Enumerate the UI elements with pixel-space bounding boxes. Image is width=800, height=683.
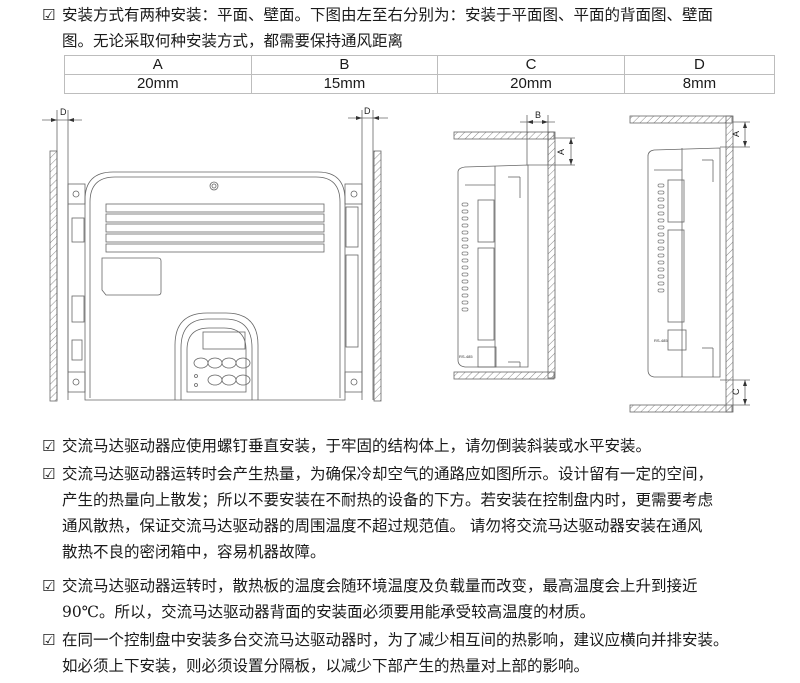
note-1-line-1: 交流马达驱动器应使用螺钉垂直安装，于牢固的结构体上，请勿倒装斜装或水平安装。	[62, 437, 652, 455]
table-header-row: A B C D	[64, 55, 776, 75]
side-view-flat-diagram: B A RS-485	[453, 110, 575, 380]
note-3-line-2: 90℃。所以，交流马达驱动器背面的安装面必须要用能承受较高温度的材质。	[62, 603, 596, 621]
value-c: 20mm	[437, 74, 625, 94]
dim-label-c: C	[731, 388, 741, 395]
intro-line-1: 安装方式有两种安装：平面、壁面。下图由左至右分别为：安装于平面图、平面的背面图、…	[62, 6, 714, 24]
note-3: ☑ 交流马达驱动器运转时，散热板的温度会随环境温度及负载量而改变，最高温度会上升…	[42, 573, 782, 625]
front-view-diagram: D D	[42, 106, 388, 402]
table-row: 20mm 15mm 20mm 8mm	[64, 74, 776, 94]
right-wall	[373, 150, 382, 402]
port-label-rs485: RS-485	[654, 338, 668, 343]
dim-label-d-left: D	[60, 107, 67, 117]
clearance-table: A B C D 20mm 15mm 20mm 8mm	[64, 55, 776, 94]
dim-label-b: B	[535, 110, 541, 120]
note-2: ☑ 交流马达驱动器运转时会产生热量，为确保冷却空气的通路应如图所示。设计留有一定…	[42, 461, 782, 565]
note-3-line-1: 交流马达驱动器运转时，散热板的温度会随环境温度及负载量而改变，最高温度会上升到接…	[62, 577, 698, 595]
note-2-line-4: 散热不良的密闭箱中，容易机器故障。	[62, 543, 326, 561]
value-b: 15mm	[250, 74, 439, 94]
dim-label-d-right: D	[364, 106, 371, 116]
dim-label-a: A	[556, 149, 566, 155]
side-view-wall-diagram: A C RS-485	[629, 115, 750, 413]
checked-box-icon: ☑	[42, 465, 56, 483]
intro-paragraph: ☑ 安装方式有两种安装：平面、壁面。下图由左至右分别为：安装于平面图、平面的背面…	[42, 2, 782, 54]
top-wall	[453, 131, 555, 140]
header-d: D	[623, 55, 776, 75]
checked-box-icon: ☑	[42, 6, 56, 24]
back-wall	[725, 115, 734, 413]
header-c: C	[437, 55, 625, 75]
bottom-wall	[453, 371, 555, 380]
dim-label-a: A	[731, 131, 741, 137]
value-d: 8mm	[623, 74, 776, 94]
note-1: ☑ 交流马达驱动器应使用螺钉垂直安装，于牢固的结构体上，请勿倒装斜装或水平安装。	[42, 433, 782, 459]
checked-box-icon: ☑	[42, 631, 56, 649]
left-wall	[49, 150, 58, 402]
note-2-line-1: 交流马达驱动器运转时会产生热量，为确保冷却空气的通路应如图所示。设计留有一定的空…	[62, 465, 714, 483]
header-b: B	[250, 55, 439, 75]
note-2-line-2: 产生的热量向上散发；所以不要安装在不耐热的设备的下方。若安装在控制盘内时，更需要…	[62, 491, 714, 509]
bottom-wall	[629, 404, 733, 413]
back-wall	[547, 131, 556, 379]
value-a: 20mm	[64, 74, 252, 94]
note-2-line-3: 通风散热，保证交流马达驱动器的周围温度不超过规范值。 请勿将交流马达驱动器安装在…	[62, 517, 703, 535]
note-4-line-2: 如必须上下安装，则必须设置分隔板，以减少下部产生的热量对上部的影响。	[62, 657, 590, 675]
note-4: ☑ 在同一个控制盘中安装多台交流马达驱动器时，为了减少相互间的热影响，建议应横向…	[42, 627, 782, 679]
checked-box-icon: ☑	[42, 437, 56, 455]
intro-line-2: 图。无论采取何种安装方式，都需要保持通风距离	[62, 32, 404, 50]
note-4-line-1: 在同一个控制盘中安装多台交流马达驱动器时，为了减少相互间的热影响，建议应横向并排…	[62, 631, 729, 649]
top-wall	[629, 115, 733, 124]
checked-box-icon: ☑	[42, 577, 56, 595]
header-a: A	[64, 55, 252, 75]
port-label-rs485: RS-485	[459, 354, 473, 359]
